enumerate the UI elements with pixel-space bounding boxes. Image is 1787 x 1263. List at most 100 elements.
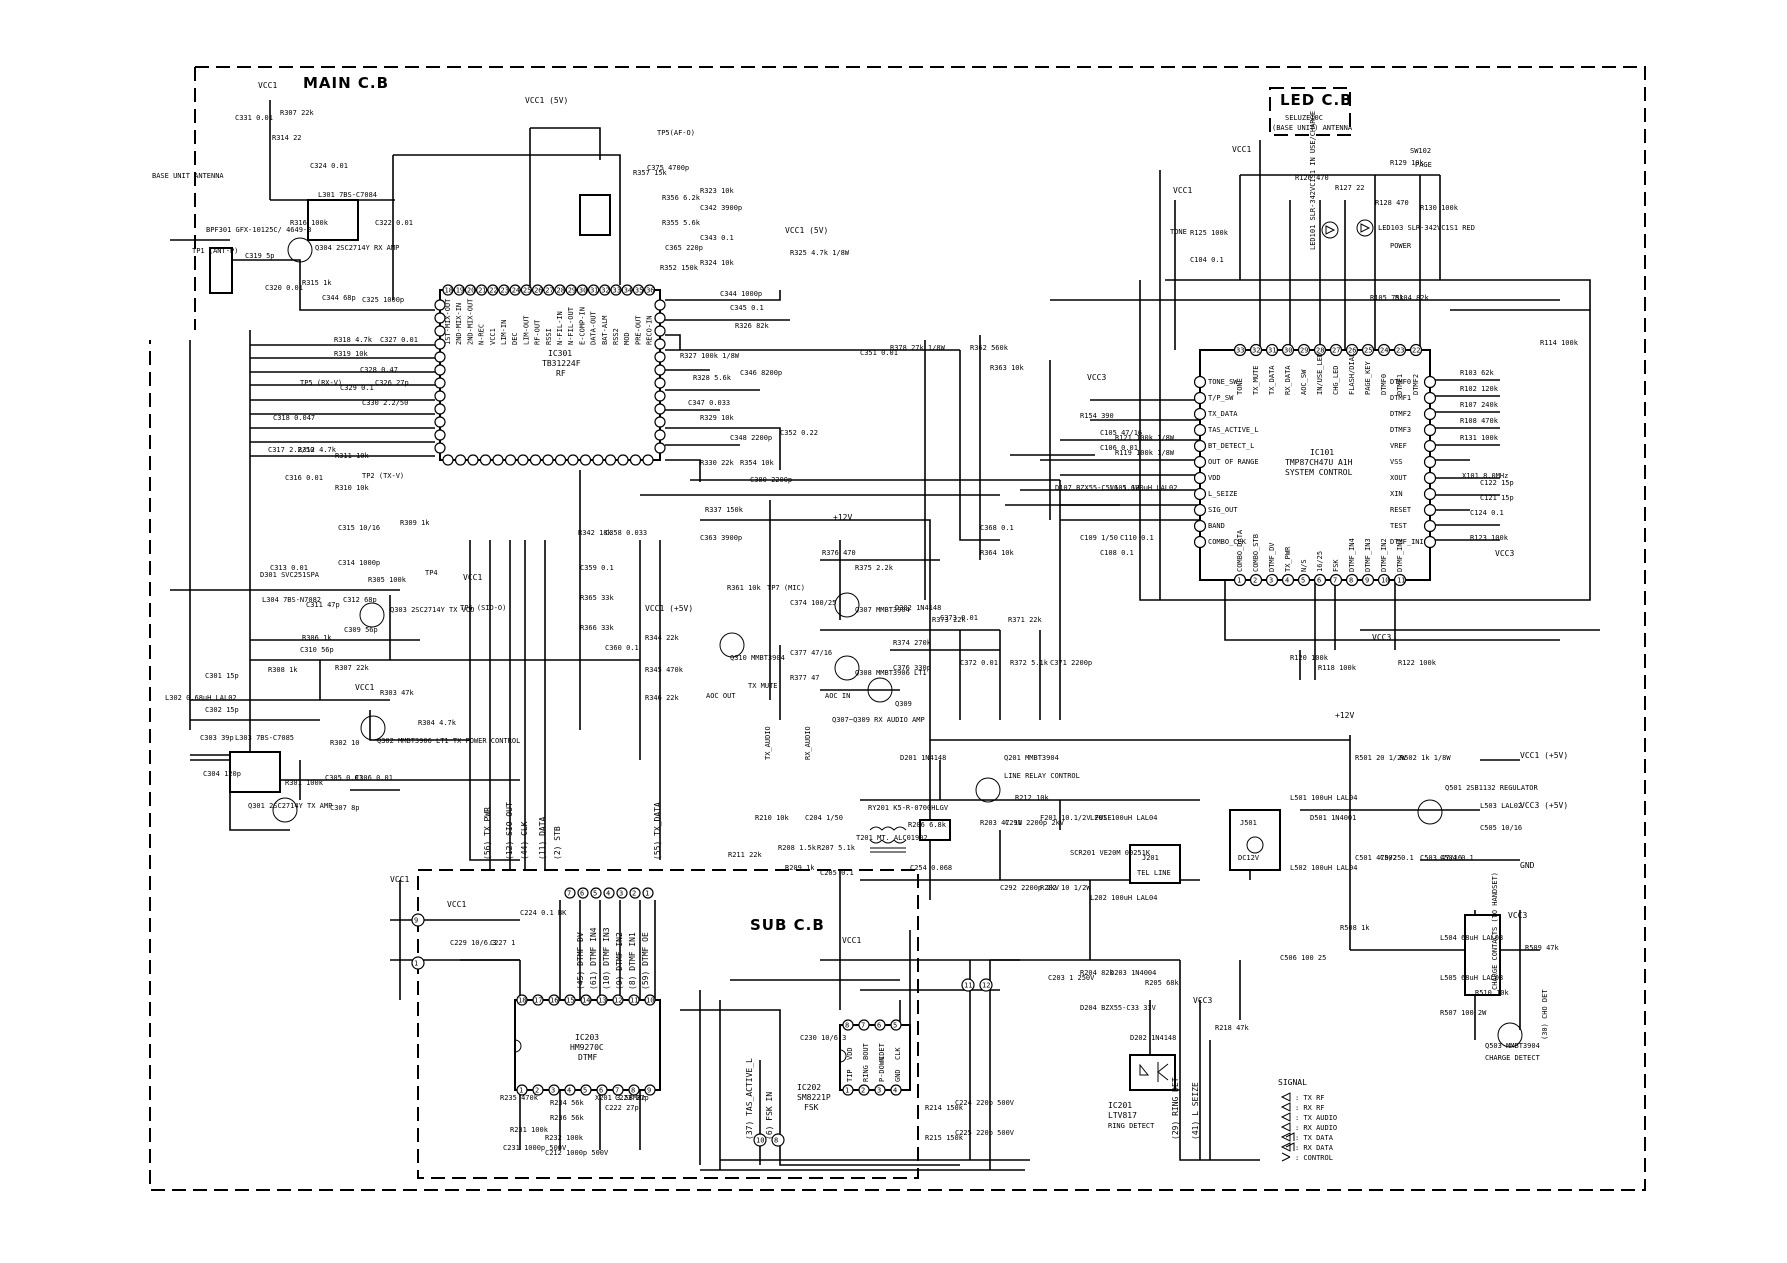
sub-connector-pin-number: 6 [580, 890, 584, 898]
ic101-pin-left [1193, 391, 1207, 405]
component-ref-label: R372 5.1k [1010, 659, 1049, 667]
ic301-pin-bottom [529, 454, 542, 466]
ic301-pin-number: 21 [478, 287, 486, 295]
component-ref-label: R208 1.5k [778, 844, 817, 852]
component-ref-label: C122 15p [1480, 479, 1514, 487]
ic101-pin-name-bottom: 16/25 [1316, 551, 1324, 572]
component-ref-label: D302 1N4148 [895, 604, 941, 612]
q304-label: Q304 2SC2714Y RX AMP [315, 244, 399, 252]
component-ref-label: D301 SVC251SPA [260, 571, 320, 579]
component-ref-label: R130 100k [1420, 204, 1459, 212]
ic101-pin-number: 10 [1381, 577, 1389, 585]
component-ref-label: R205 68k [1145, 979, 1180, 987]
ic203-pin-top [612, 994, 624, 1006]
vcc1-label-sub3: VCC1 [842, 936, 861, 945]
ic301-pin-bottom [442, 454, 454, 466]
component-ref-label: C377 47/16 [790, 649, 832, 657]
component-ref-label: C359 0.1 [580, 564, 614, 572]
ic301-pin-name: E-COMP-IN [578, 307, 586, 345]
legend-title: SIGNAL [1278, 1078, 1307, 1087]
ic101-pin-number: 30 [1284, 347, 1292, 355]
led-components [1321, 219, 1374, 239]
ic203-pin-number: 18 [518, 997, 526, 1005]
component-ref-label: C254 0.068 [910, 864, 952, 872]
ic201-part: LTV817 [1108, 1111, 1137, 1120]
component-ref-label: SCR201 VE20M 00251K [1070, 849, 1151, 857]
dtmf-signal: (59) DTMF OE [641, 932, 650, 990]
ic203-pin-bottom [564, 1084, 576, 1096]
ic203-pin-number: 4 [567, 1087, 571, 1095]
component-ref-label: R103 62k [1460, 369, 1495, 377]
component-ref-label: L505 68uH LAL03 [1440, 974, 1503, 982]
component-ref-label: C314 1000p [338, 559, 380, 567]
ic203-ref: IC203 [575, 1033, 599, 1042]
ic301-pin-name: 1ST-MIX-OUT [444, 298, 452, 345]
component-ref-label: R308 1k [268, 666, 298, 674]
component-ref-label: R236 56k [550, 1114, 585, 1122]
component-ref-label: C504 0.1 [1440, 854, 1474, 862]
component-ref-label: D501 1N4001 [1310, 814, 1356, 822]
component-ref-label: C352 0.22 [780, 429, 818, 437]
ic202-pin-name: CDET [878, 1042, 886, 1060]
ic101-pin-number: 26 [1348, 347, 1356, 355]
ic202-pin-top [890, 1019, 902, 1031]
power-label: POWER [1390, 242, 1412, 250]
q309-label: Q309 [895, 700, 912, 708]
component-ref-label: R211 22k [728, 851, 763, 859]
ic101-pin-name: PAGE_KEY [1364, 360, 1372, 395]
ic301-pin [464, 284, 476, 296]
ic101-pin-bottom [1265, 573, 1279, 587]
ic203-part: HM9270C [570, 1043, 604, 1052]
component-ref-label: C224 0.1 BK [520, 909, 567, 917]
l301-coil [307, 199, 359, 241]
ic101-pin-number: 2 [1253, 577, 1257, 585]
ic202-ref: IC202 [797, 1083, 821, 1092]
component-ref-label: C368 0.1 [980, 524, 1014, 532]
component-ref-label: C205 0.1 [820, 869, 854, 877]
q307-q309-label: Q307~Q309 RX AUDIO AMP [832, 716, 925, 724]
component-ref-label: C327 0.01 [380, 336, 418, 344]
tp7-label: TP7 (MIC) [767, 584, 805, 592]
component-ref-label: C311 47p [306, 601, 340, 609]
component-ref-label: C360 0.1 [605, 644, 639, 652]
ic101-pin-name: AOC_SW [1300, 369, 1308, 395]
component-ref-label: R206 6.8k [908, 821, 947, 829]
connector-pin [771, 1133, 785, 1147]
ic203-pin-number: 12 [614, 997, 622, 1005]
connector-pin [411, 913, 425, 927]
ic101-pin-name: DTMF2 [1412, 374, 1420, 395]
ic301-pin [576, 284, 589, 296]
j501-label: J501 [1240, 819, 1257, 827]
component-ref-label: C224 220p 500V [955, 1099, 1015, 1107]
selu-label: SELUZE10C [1285, 114, 1323, 122]
ic301-pin-right [654, 325, 666, 337]
ic301-pin-name: DEC [511, 332, 519, 345]
ic101-pin-name-right: DTMF3 [1390, 426, 1411, 434]
q501-label: Q501 2SB1132 REGULATOR [1445, 784, 1539, 792]
ic301-pin-bottom [517, 454, 529, 466]
ic301-pin [509, 284, 521, 296]
ic202-part: SM8221P [797, 1093, 831, 1102]
ic301-pin-left [434, 338, 446, 350]
component-ref-label: R108 470k [1460, 417, 1499, 425]
component-ref-label: R378 27k 1/8W [890, 344, 946, 352]
sub-board-title: SUB C.B [750, 916, 825, 934]
ic101-pin-right [1423, 407, 1437, 421]
ic101-pin-name-left: BT_DETECT_L [1208, 442, 1254, 450]
vcc1-label-led: VCC1 [1232, 145, 1251, 154]
ic301-pin-left [434, 377, 446, 389]
ic101-pin-top [1345, 343, 1359, 357]
component-ref-label: R120 100k [1290, 654, 1329, 662]
component-ref-label: R307 22k [280, 109, 315, 117]
ic203-pin-bottom [644, 1084, 656, 1096]
ic202-pin-number: 6 [877, 1022, 881, 1030]
component-ref-label: C324 0.01 [310, 162, 348, 170]
sub-connector-pin-number: 7 [567, 890, 571, 898]
component-ref-label: C358 0.033 [605, 529, 647, 537]
ic203-pin-number: 8 [631, 1087, 635, 1095]
connector-signal: (56) TX PWR [483, 807, 492, 860]
dtmf-signal: (10) DTMF IN3 [602, 927, 611, 990]
sub-connector-pin [616, 887, 628, 899]
component-ref-label: C310 56p [300, 646, 334, 654]
component-ref-label: C363 3900p [700, 534, 742, 542]
